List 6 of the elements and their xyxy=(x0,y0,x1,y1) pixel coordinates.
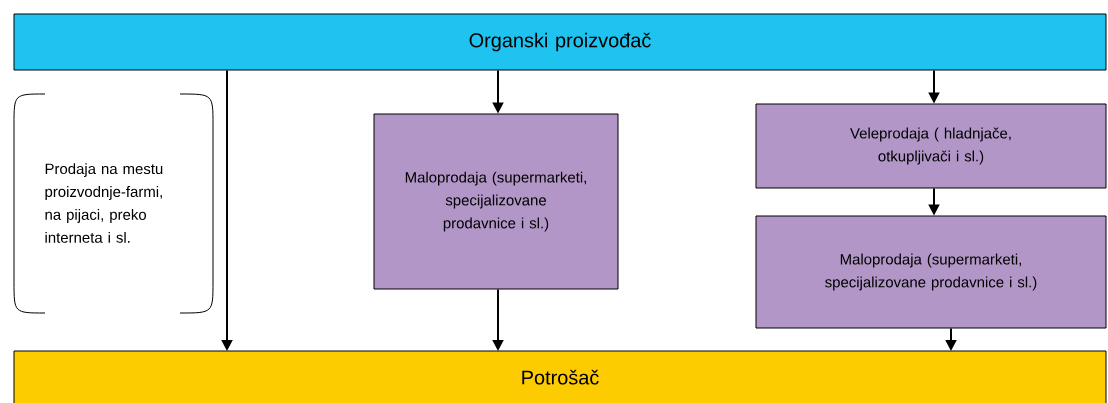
footer-bar: Potrošač xyxy=(13,350,1107,403)
process-box: Maloprodaja (supermarketi, specijalizovane prodavnice i sl.) xyxy=(373,113,619,290)
process-box: Veleprodaja ( hladnjače, otkupljivači i sl.) xyxy=(755,103,1107,189)
bracketed-note: Prodaja na mestu proizvodnje-farmi, na pijaci, preko interneta i sl. xyxy=(13,93,214,314)
header-bar: Organski proizvođač xyxy=(13,13,1107,71)
process-box: Maloprodaja (supermarketi, specijalizovane prodavnice i sl.) xyxy=(755,215,1107,329)
